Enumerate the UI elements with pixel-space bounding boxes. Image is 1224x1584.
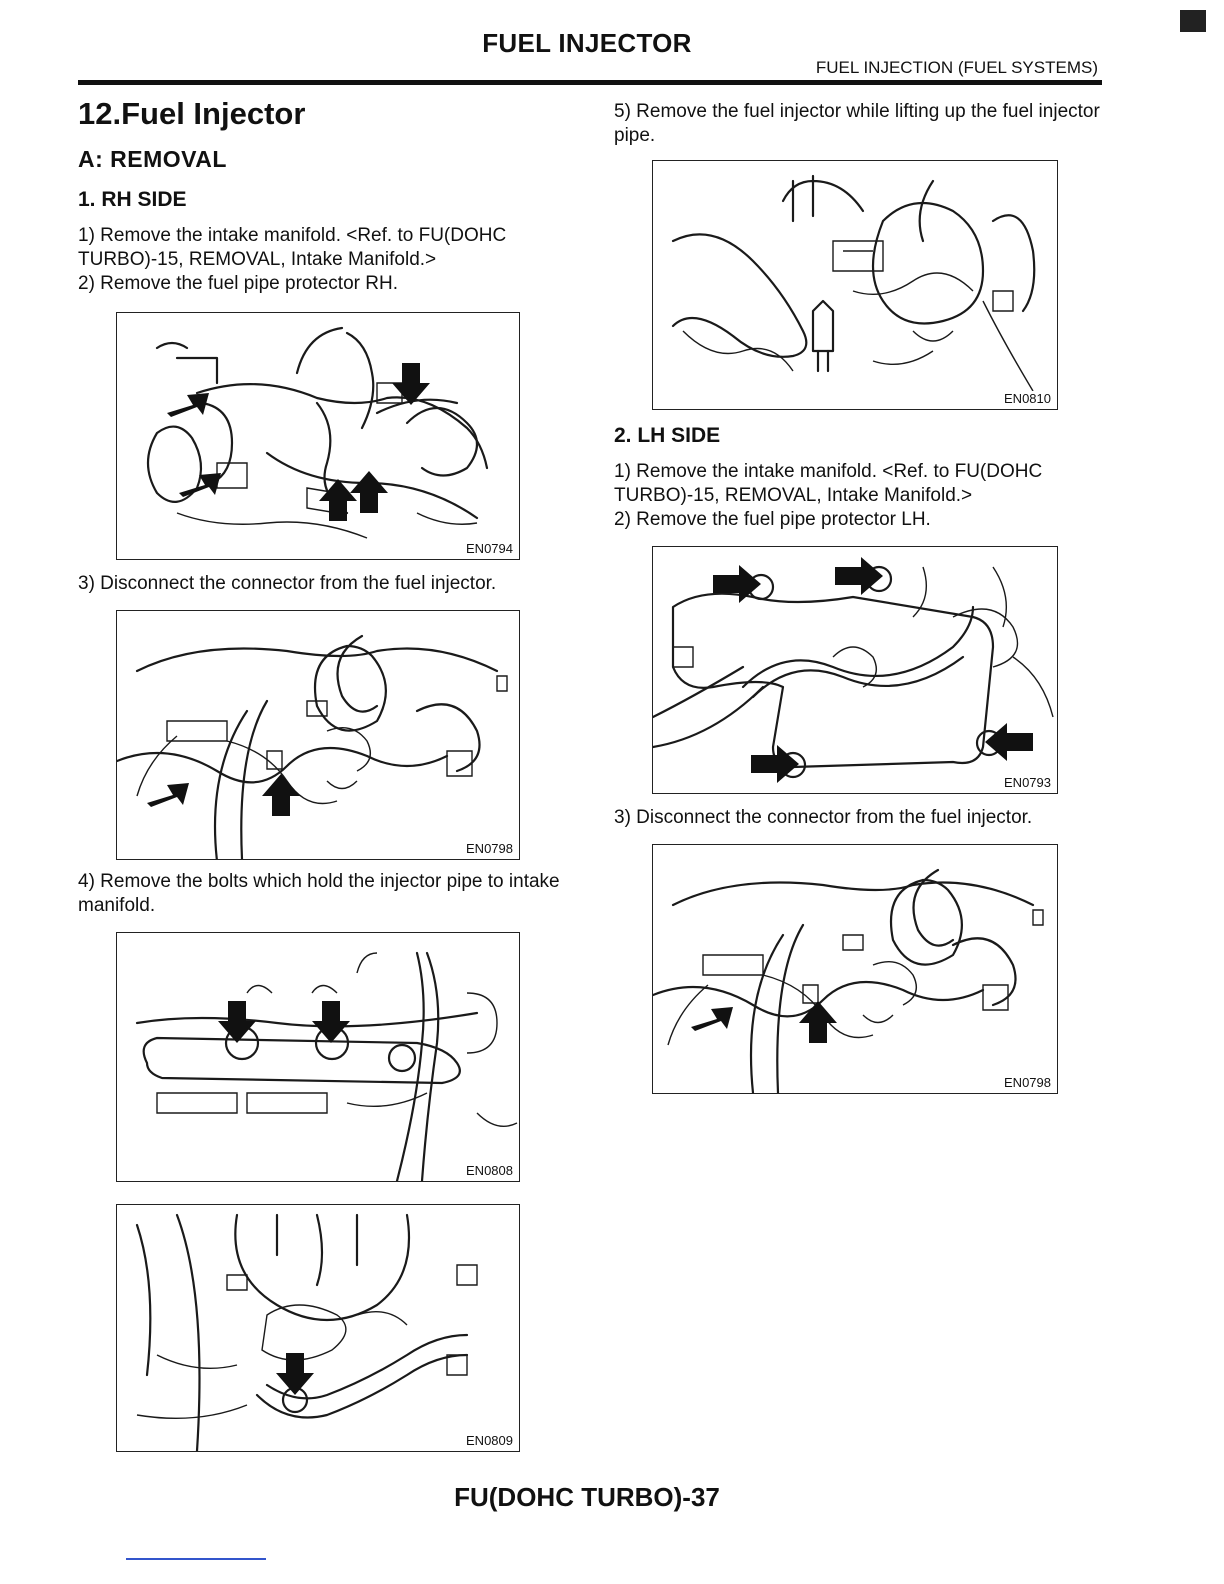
engine-illustration (671, 174, 1036, 392)
figure-rh-injector-removal: EN0810 (652, 160, 1058, 410)
figure-rh-injector-pipe-bolt-lower: EN0809 (116, 1204, 520, 1452)
engine-illustration (135, 951, 518, 1181)
rh-step-3: 3) Disconnect the connector from the fue… (78, 573, 497, 594)
engine-illustration (653, 557, 1054, 783)
header-rule (78, 80, 1102, 85)
subheading-removal: A: REMOVAL (78, 146, 227, 172)
figure-rh-injector-pipe-bolts: EN0808 (116, 932, 520, 1182)
figure-code: EN0798 (464, 841, 515, 856)
rh-step-4: 4) Remove the bolts which hold the injec… (78, 871, 560, 916)
figure-lh-injector-connector: EN0798 (652, 844, 1058, 1094)
figure-rh-injector-connector: EN0798 (116, 610, 520, 860)
rh-step-1: 1) Remove the intake manifold. <Ref. to … (78, 225, 507, 270)
engine-illustration (135, 1213, 478, 1451)
figure-code: EN0793 (1002, 775, 1053, 790)
page-title: FUEL INJECTOR (482, 28, 692, 58)
lh-step-2: 2) Remove the fuel pipe protector LH. (614, 509, 931, 530)
section-reference: FUEL INJECTION (FUEL SYSTEMS) (815, 58, 1098, 77)
footnote-rule (126, 1558, 266, 1560)
engine-illustration (147, 326, 489, 539)
lh-step-3: 3) Disconnect the connector from the fue… (614, 807, 1033, 828)
scan-mark (1180, 10, 1206, 32)
lh-step-1: 1) Remove the intake manifold. <Ref. to … (614, 461, 1043, 506)
engine-illustration (653, 868, 1044, 1093)
rh-step-5: 5) Remove the fuel injector while liftin… (614, 101, 1100, 146)
figure-rh-fuel-pipe-protector: EN0794 (116, 312, 520, 560)
engine-illustration (117, 634, 508, 859)
rh-side-heading: 1. RH SIDE (78, 188, 187, 211)
lh-side-heading: 2. LH SIDE (614, 424, 721, 447)
rh-step-2: 2) Remove the fuel pipe protector RH. (78, 273, 398, 294)
figure-code: EN0810 (1002, 391, 1053, 406)
figure-code: EN0798 (1002, 1075, 1053, 1090)
figure-code: EN0809 (464, 1433, 515, 1448)
figure-code: EN0794 (464, 541, 515, 556)
figure-lh-fuel-pipe-protector: EN0793 (652, 546, 1058, 794)
figure-code: EN0808 (464, 1163, 515, 1178)
section-heading: 12.Fuel Injector (78, 96, 306, 131)
page-number: FU(DOHC TURBO)-37 (454, 1482, 720, 1512)
